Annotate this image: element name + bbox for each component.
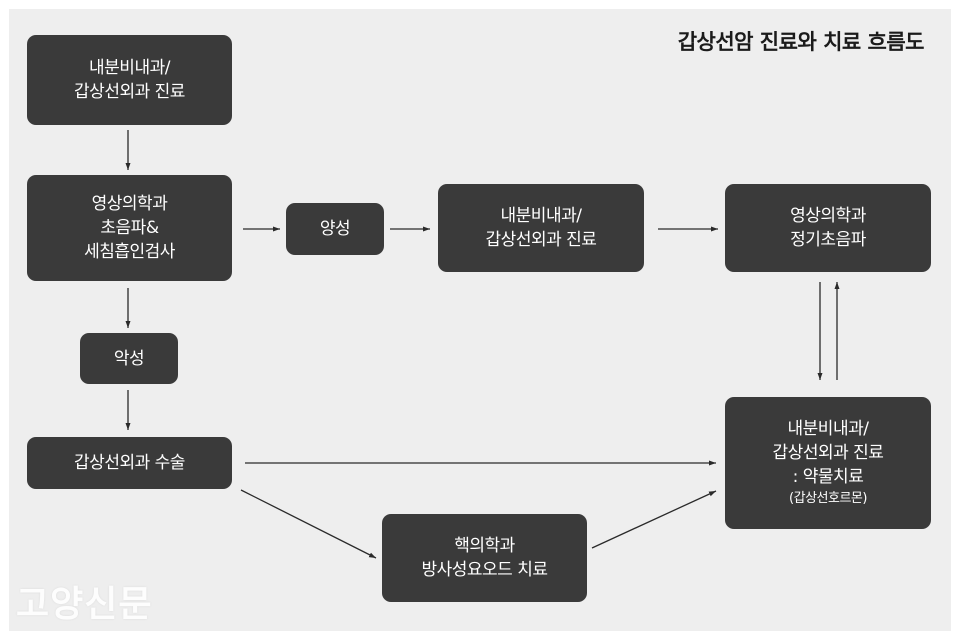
box-diagnosis: 영상의학과 초음파& 세침흡인검사	[27, 175, 232, 281]
box-endo-initial-line-2: 갑상선외과 진료	[74, 82, 185, 102]
box-diagnosis-line-1: 영상의학과	[91, 194, 168, 214]
arrow-surgery-to-radioiodine	[240, 489, 377, 559]
box-endo-medication-note: (갑상선호르몬)	[789, 491, 867, 506]
arrow-radioiodine-to-endo-medication	[591, 490, 717, 549]
box-benign: 양성	[286, 203, 384, 255]
box-endo-initial-line-1: 내분비내과/	[89, 58, 170, 78]
box-ultrasound-regular-line-1: 영상의학과	[790, 206, 866, 226]
box-diagnosis-line-2: 초음파&	[100, 218, 159, 238]
box-endo-followup-line-1: 내분비내과/	[500, 206, 582, 226]
watermark-logo: 고양신문	[16, 584, 153, 625]
box-endo-followup-line-2: 갑상선외과 진료	[485, 230, 597, 250]
box-ultrasound-regular-line-2: 정기초음파	[790, 230, 866, 250]
diagram-title: 갑상선암 진료와 치료 흐름도	[677, 30, 925, 54]
box-endo-followup: 내분비내과/ 갑상선외과 진료	[438, 184, 644, 272]
box-endo-initial: 내분비내과/ 갑상선외과 진료	[27, 35, 232, 125]
box-endo-medication-line-3: : 약물치료	[792, 467, 864, 487]
box-endo-medication-line-2: 갑상선외과 진료	[772, 443, 884, 463]
box-endo-medication-line-1: 내분비내과/	[787, 419, 869, 439]
box-surgery-label: 갑상선외과 수술	[74, 453, 185, 473]
box-radioiodine-line-1: 핵의학과	[454, 536, 515, 556]
box-radioiodine-line-2: 방사성요오드 치료	[421, 560, 548, 580]
box-diagnosis-line-3: 세침흡인검사	[84, 242, 175, 262]
box-endo-medication: 내분비내과/ 갑상선외과 진료 : 약물치료 (갑상선호르몬)	[725, 397, 931, 529]
box-surgery: 갑상선외과 수술	[27, 437, 232, 489]
box-benign-label: 양성	[319, 219, 351, 239]
box-malignant-label: 악성	[113, 348, 145, 369]
box-radioiodine: 핵의학과 방사성요오드 치료	[382, 514, 587, 602]
box-ultrasound-regular: 영상의학과 정기초음파	[725, 184, 931, 272]
box-malignant: 악성	[80, 333, 178, 384]
